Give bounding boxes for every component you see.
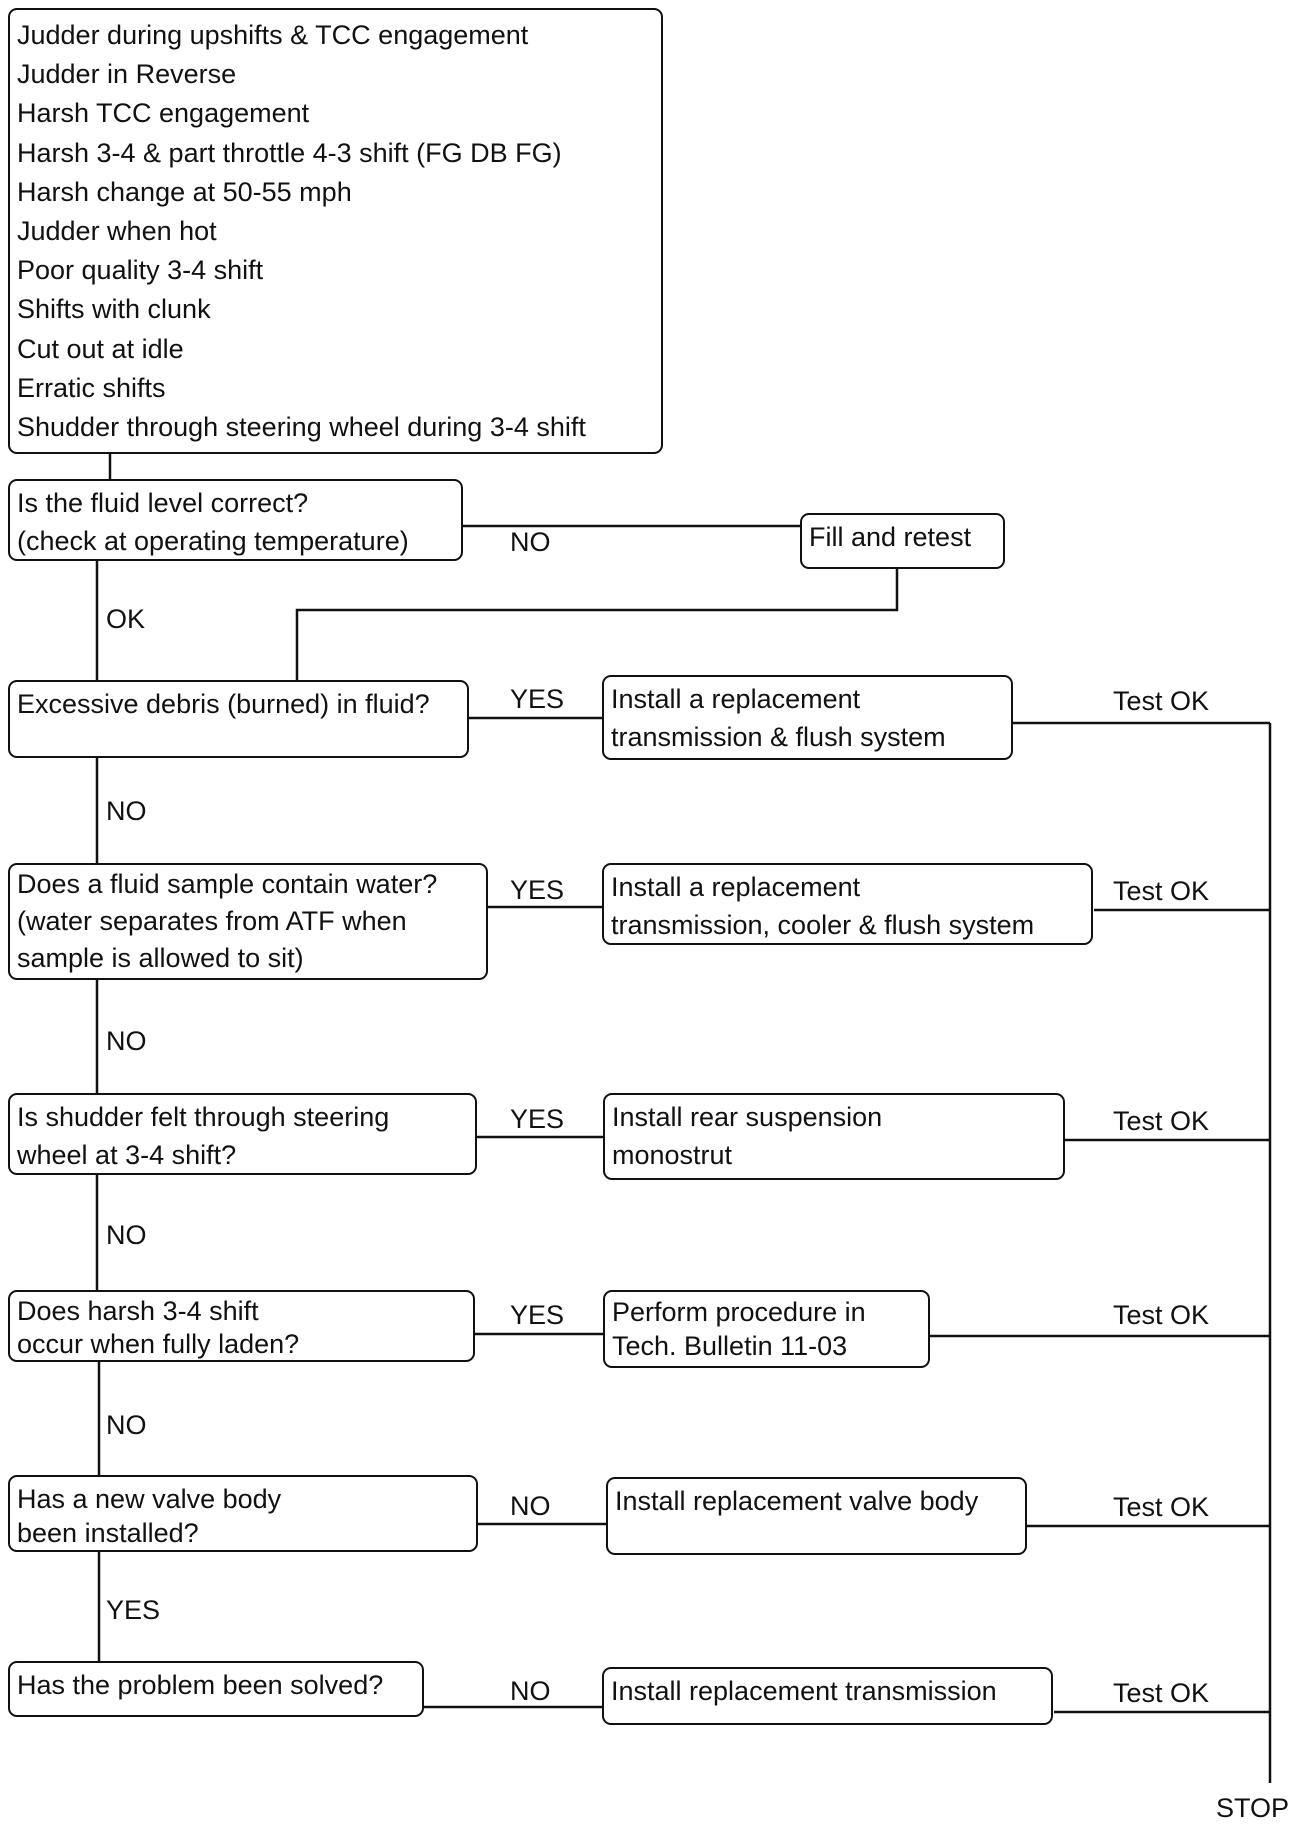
branch-label-no: NO (510, 1491, 551, 1521)
test-ok-label: Test OK (1113, 1492, 1210, 1522)
branch-label-ok: OK (106, 604, 146, 634)
question-solved: Has the problem been solved? (8, 1661, 424, 1717)
action-bulletin: Perform procedure in Tech. Bulletin 11-0… (603, 1290, 930, 1368)
symptom-item: Shifts with clunk (17, 294, 211, 325)
question-line: sample is allowed to sit) (17, 943, 304, 973)
action-replace-cooler-flush: Install a replacement transmission, cool… (602, 863, 1093, 945)
branch-label-yes: YES (510, 1300, 565, 1330)
question-line: Has a new valve body (17, 1484, 282, 1514)
symptom-item: Poor quality 3-4 shift (17, 255, 264, 286)
action-line: Install a replacement (611, 872, 861, 902)
action-line: Install replacement valve body (615, 1486, 979, 1516)
question-line: occur when fully laden? (17, 1329, 300, 1359)
symptom-item: Harsh 3-4 & part throttle 4-3 shift (FG … (17, 137, 562, 168)
question-line: Excessive debris (burned) in fluid? (17, 689, 430, 719)
question-fluid-level: Is the fluid level correct? (check at op… (8, 479, 463, 561)
stop-label: STOP (1216, 1793, 1290, 1823)
connector-fill-return (295, 567, 899, 680)
branch-label-no: NO (106, 796, 147, 826)
question-laden: Does harsh 3-4 shift occur when fully la… (8, 1290, 475, 1362)
branch-label-yes: YES (510, 1104, 565, 1134)
question-line: been installed? (17, 1518, 199, 1548)
action-replace-flush: Install a replacement transmission & flu… (602, 675, 1013, 760)
question-line: Is the fluid level correct? (17, 488, 309, 518)
question-shudder: Is shudder felt through steering wheel a… (8, 1093, 477, 1175)
branch-label-no: NO (106, 1220, 147, 1250)
action-fill-retest: Fill and retest (800, 513, 1005, 569)
action-monostrut: Install rear suspension monostrut (603, 1093, 1065, 1180)
question-line: Is shudder felt through steering (17, 1102, 390, 1132)
branch-label-no: NO (510, 1676, 551, 1706)
action-transmission: Install replacement transmission (602, 1667, 1053, 1725)
action-valve-body: Install replacement valve body (606, 1477, 1027, 1555)
test-ok-label: Test OK (1113, 1300, 1210, 1330)
symptom-item: Judder during upshifts & TCC engagement (17, 20, 529, 50)
branch-label-no: NO (106, 1410, 147, 1440)
question-valve-body: Has a new valve body been installed? (8, 1475, 478, 1552)
branch-label-no: NO (510, 527, 551, 557)
symptom-item: Judder when hot (17, 216, 217, 247)
symptom-item: Harsh change at 50-55 mph (17, 176, 352, 207)
symptom-item: Harsh TCC engagement (17, 98, 310, 129)
question-line: Does harsh 3-4 shift (17, 1296, 259, 1326)
question-line: Has the problem been solved? (17, 1670, 384, 1700)
test-ok-label: Test OK (1113, 1106, 1210, 1136)
symptom-item: Cut out at idle (17, 333, 184, 364)
symptom-item: Shudder through steering wheel during 3-… (17, 412, 586, 443)
action-line: Install replacement transmission (611, 1676, 997, 1706)
action-line: monostrut (612, 1140, 733, 1170)
action-line: Install rear suspension (612, 1102, 883, 1132)
branch-label-no: NO (106, 1026, 147, 1056)
question-line: (check at operating temperature) (17, 526, 409, 556)
test-ok-label: Test OK (1113, 1678, 1210, 1708)
branch-label-yes: YES (510, 875, 565, 905)
action-line: transmission & flush system (611, 722, 946, 752)
symptom-item: Erratic shifts (17, 372, 166, 403)
action-line: Perform procedure in (612, 1297, 866, 1327)
symptoms-box: Judder during upshifts & TCC engagement … (8, 8, 663, 454)
action-line: Tech. Bulletin 11-03 (612, 1331, 848, 1361)
action-line: Install a replacement (611, 684, 861, 714)
question-line: Does a fluid sample contain water? (17, 869, 438, 899)
symptom-item: Judder in Reverse (17, 59, 237, 90)
action-line: Fill and retest (809, 522, 972, 552)
branch-label-yes: YES (106, 1595, 161, 1625)
branch-label-yes: YES (510, 684, 565, 714)
action-line: transmission, cooler & flush system (611, 910, 1035, 940)
question-line: (water separates from ATF when (17, 906, 407, 936)
test-ok-label: Test OK (1113, 876, 1210, 906)
question-debris: Excessive debris (burned) in fluid? (8, 680, 469, 758)
test-ok-label: Test OK (1113, 686, 1210, 716)
question-water: Does a fluid sample contain water? (wate… (8, 863, 488, 980)
question-line: wheel at 3-4 shift? (17, 1140, 237, 1170)
